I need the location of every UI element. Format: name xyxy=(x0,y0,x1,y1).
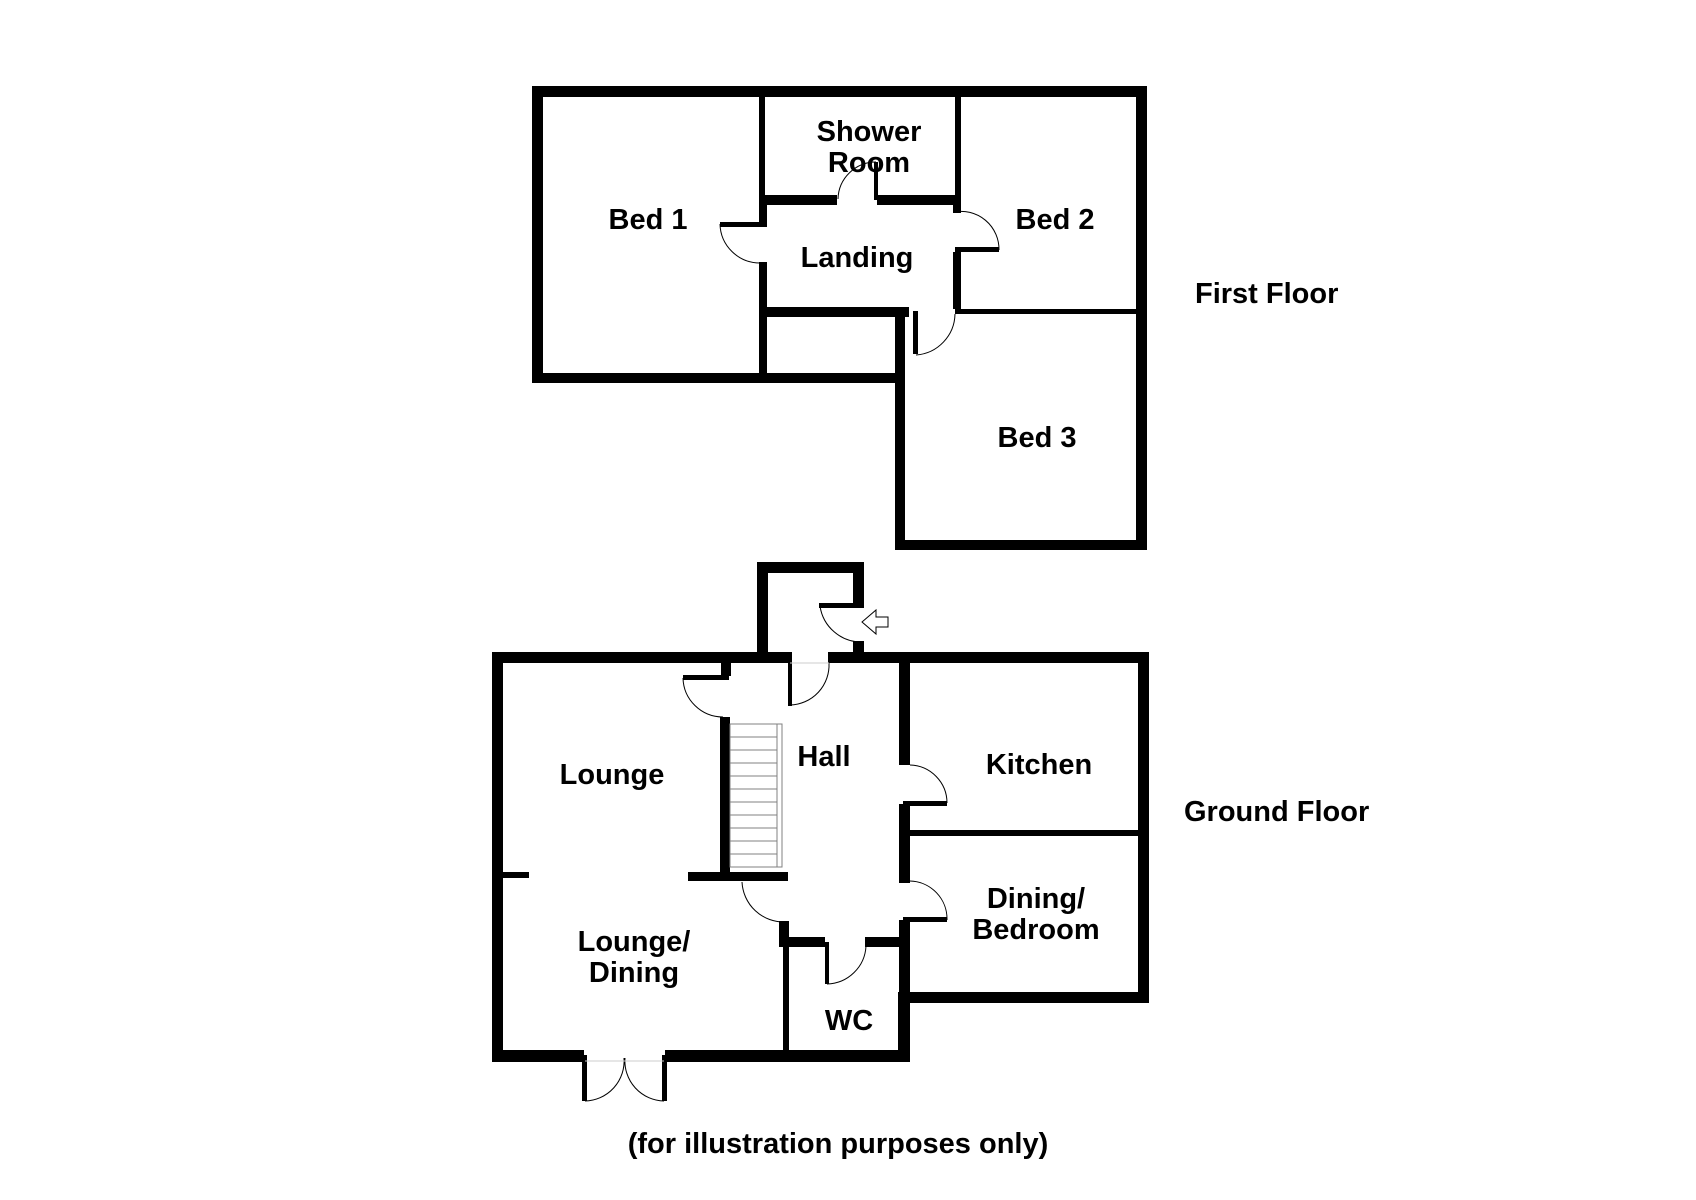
room-label-lounge: Lounge xyxy=(560,759,665,791)
wall xyxy=(683,675,729,680)
wall xyxy=(662,1055,667,1101)
wall xyxy=(828,652,1149,663)
ground-floor-plan xyxy=(492,562,1149,1102)
door-leaf xyxy=(788,660,792,706)
room-label-lounge-dining: Dining xyxy=(589,957,679,989)
wall xyxy=(899,804,910,883)
room-label-lounge-dining: Lounge/ xyxy=(578,926,691,958)
wall xyxy=(783,945,789,1062)
wall xyxy=(953,195,961,213)
room-label-landing: Landing xyxy=(801,242,914,274)
room-label-dining-bedroom: Bedroom xyxy=(972,914,1099,946)
wall xyxy=(759,262,767,383)
wall xyxy=(955,247,999,252)
wall xyxy=(503,872,529,878)
wall xyxy=(721,660,731,676)
staircase xyxy=(729,723,783,868)
door-swing xyxy=(915,313,956,356)
wall xyxy=(779,921,789,945)
wall xyxy=(953,252,961,309)
wall xyxy=(759,195,837,205)
wall xyxy=(899,920,910,1062)
stair-outline xyxy=(729,723,783,868)
wall xyxy=(853,641,864,662)
wall xyxy=(492,652,503,1062)
wall xyxy=(1138,652,1149,1002)
arrow-left-icon xyxy=(861,608,889,636)
wall xyxy=(532,86,543,383)
wall xyxy=(853,562,864,606)
first-floor-plan xyxy=(532,86,1147,550)
room-label-shower-room: Room xyxy=(828,147,910,179)
wall xyxy=(759,307,909,317)
wall xyxy=(757,562,768,662)
room-label-hall: Hall xyxy=(797,741,850,773)
door-swing xyxy=(826,945,867,985)
door-swing xyxy=(789,662,830,706)
room-label-shower-room: Shower xyxy=(817,116,922,148)
wall xyxy=(492,652,792,663)
wall xyxy=(955,86,961,199)
room-label-dining-bedroom: Dining/ xyxy=(987,883,1085,915)
wall xyxy=(819,603,864,608)
wall xyxy=(582,1055,587,1101)
wall xyxy=(1136,86,1147,550)
door-swing xyxy=(837,161,877,200)
wall xyxy=(877,195,961,205)
room-label-kitchen: Kitchen xyxy=(986,749,1092,781)
wall xyxy=(688,872,788,881)
door-swing xyxy=(909,764,948,804)
room-label-bed1: Bed 1 xyxy=(609,204,688,236)
wall xyxy=(903,801,947,806)
wall xyxy=(899,660,910,765)
door-swing xyxy=(719,223,761,264)
door-swing xyxy=(909,880,948,921)
wall xyxy=(757,562,864,573)
disclaimer: (for illustration purposes only) xyxy=(628,1128,1049,1160)
door-swing xyxy=(741,881,786,923)
wall xyxy=(492,1050,584,1062)
wall xyxy=(903,917,947,922)
door-swing xyxy=(682,677,724,718)
wall xyxy=(759,195,767,225)
wall xyxy=(865,937,905,947)
door-leaf xyxy=(913,311,918,354)
door-swing xyxy=(953,210,1000,251)
wall xyxy=(759,86,765,199)
door-leaf xyxy=(874,162,878,200)
room-label-bed3: Bed 3 xyxy=(998,422,1077,454)
door-swing xyxy=(819,605,863,643)
room-label-bed2: Bed 2 xyxy=(1016,204,1095,236)
wall xyxy=(895,307,905,383)
wall xyxy=(895,540,1147,550)
wall xyxy=(532,373,905,383)
wall xyxy=(895,310,905,550)
wall xyxy=(955,309,1147,314)
floor-label-ground: Ground Floor xyxy=(1184,796,1369,828)
door-swing xyxy=(584,1057,625,1102)
wall xyxy=(532,86,1147,97)
wall xyxy=(720,717,730,873)
wall xyxy=(779,937,825,947)
floor-label-first: First Floor xyxy=(1195,278,1338,310)
wall xyxy=(898,992,1149,1003)
wall xyxy=(720,222,767,227)
door-swing xyxy=(624,1057,665,1102)
room-label-wc: WC xyxy=(825,1005,873,1037)
wall xyxy=(903,830,1149,836)
door-leaf xyxy=(825,942,829,984)
